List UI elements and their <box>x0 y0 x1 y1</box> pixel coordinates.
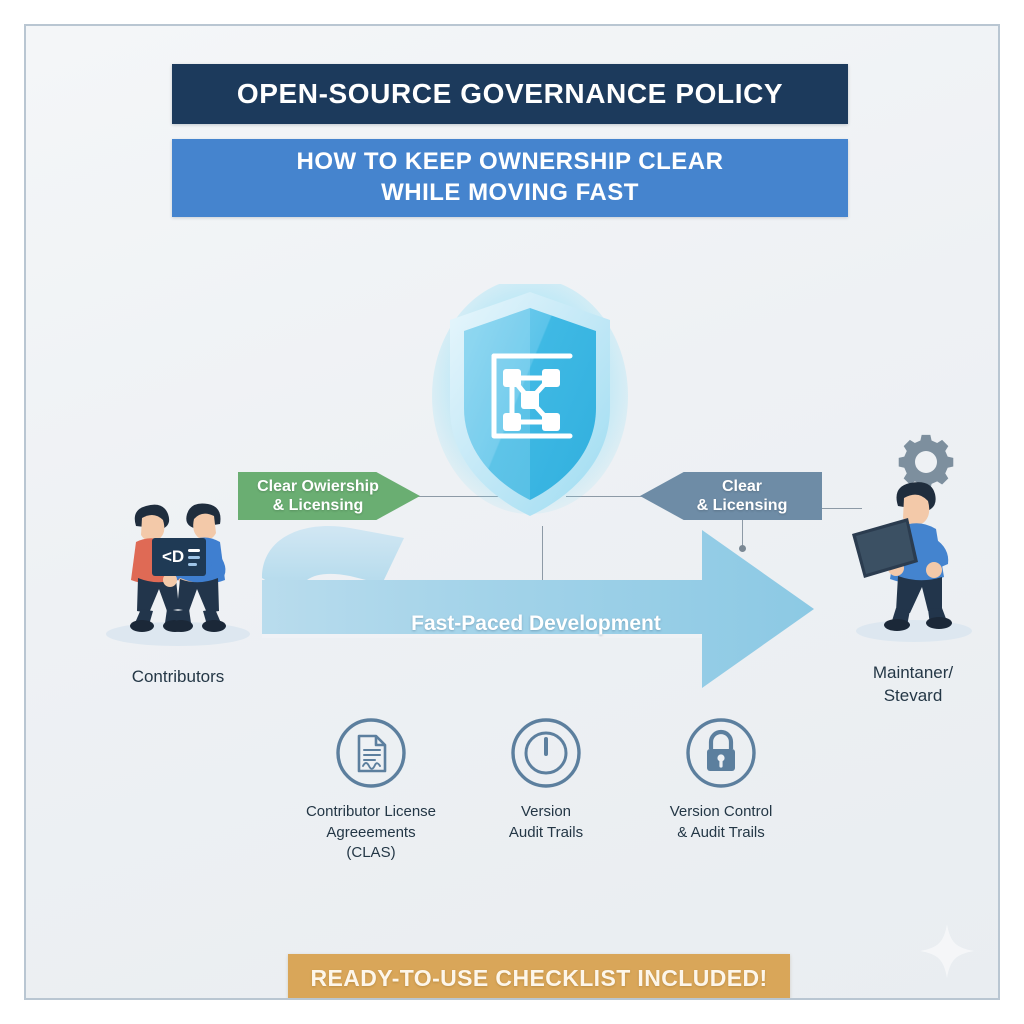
connector-shield-down <box>542 526 543 604</box>
sparkle-icon <box>920 924 974 978</box>
cla-caption-line-2: Agreeements <box>326 823 416 841</box>
poster-canvas: OPEN-SOURCE GOVERNANCE POLICY HOW TO KEE… <box>24 24 1000 1000</box>
version-caption-line-2: Audit Trails <box>508 823 584 841</box>
icon-caption-cla: Contributor License Agreeements (CLAS) <box>306 802 436 864</box>
vc-caption-line-1: Version Control <box>669 803 773 820</box>
tag-clear-ownership-licensing: Clear Owiership & Licensing <box>238 472 420 520</box>
icon-item-cla: Contributor License Agreeements (CLAS) <box>296 716 446 864</box>
connector-left <box>396 496 516 497</box>
connector-right <box>566 496 686 497</box>
document-signature-icon <box>336 718 406 788</box>
governance-icon-row: Contributor License Agreeements (CLAS) V… <box>296 716 796 886</box>
tag-right-line-1: Clear <box>721 477 763 495</box>
figure-label-contributors: Contributors <box>78 666 278 689</box>
two-people-handing-code-icon: <D <box>106 503 250 646</box>
version-caption-line-1: Version <box>520 803 572 820</box>
subtitle-line-2: WHILE MOVING FAST <box>381 179 639 206</box>
subtitle-bar: HOW TO KEEP OWNERSHIP CLEAR WHILE MOVING… <box>172 139 848 217</box>
icon-caption-version-control: Version Control & Audit Trails <box>670 802 773 843</box>
icon-item-version-control: Version Control & Audit Trails <box>646 716 796 843</box>
tag-right-line-2: & Licensing <box>696 497 788 514</box>
icon-caption-version: Version Audit Trails <box>509 802 583 843</box>
maintainer-label-line-1: Maintaner/ <box>872 663 954 682</box>
tag-left-line-2: & Licensing <box>272 497 364 514</box>
footer-banner-text: READY-TO-USE CHECKLIST INCLUDED! <box>310 964 768 991</box>
maintainer-label-line-2: Stevard <box>883 685 943 705</box>
page-title: OPEN-SOURCE GOVERNANCE POLICY <box>236 78 784 109</box>
figure-label-maintainer: Maintaner/ Stevard <box>818 662 998 708</box>
clock-icon <box>511 718 581 788</box>
shield-network-icon <box>432 278 628 516</box>
subtitle-line-1: HOW TO KEEP OWNERSHIP CLEAR <box>296 148 724 176</box>
icon-item-version: Version Audit Trails <box>471 716 621 843</box>
connector-dot-maintainer <box>739 545 746 552</box>
fast-paced-development-arrow <box>262 526 814 688</box>
contributors-label: Contributors <box>131 667 225 686</box>
tag-left-line-1: Clear Owiership <box>257 477 379 495</box>
svg-text:<D: <D <box>162 547 184 566</box>
lock-icon <box>686 718 756 788</box>
cla-caption-line-1: Contributor License <box>305 803 437 820</box>
cla-caption-line-3: (CLAS) <box>346 844 396 862</box>
central-shield <box>430 278 630 524</box>
tag-clear-licensing: Clear & Licensing <box>640 472 822 520</box>
connector-maintainer-v <box>742 508 743 550</box>
vc-caption-line-2: & Audit Trails <box>677 823 765 841</box>
title-bar: OPEN-SOURCE GOVERNANCE POLICY <box>172 64 848 124</box>
footer-banner: READY-TO-USE CHECKLIST INCLUDED! <box>288 954 790 998</box>
person-with-tablet-and-gear-icon <box>852 434 972 642</box>
